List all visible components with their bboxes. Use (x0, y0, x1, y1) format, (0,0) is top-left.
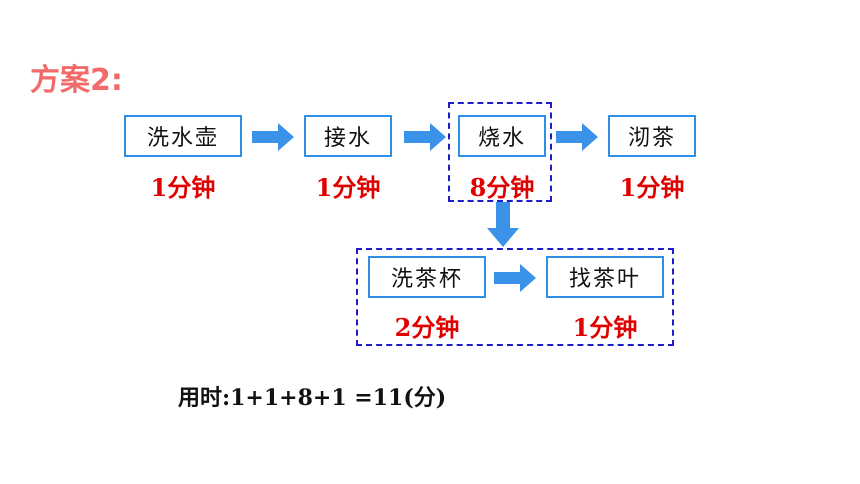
step-box-fill-water: 接水 (304, 115, 392, 157)
step-time-wash-kettle: 1分钟 (150, 173, 216, 202)
step-time-fill-water: 1分钟 (315, 173, 381, 202)
arrow-right-icon (556, 123, 598, 151)
parallel-dashed-frame (356, 248, 674, 346)
plan-title: 方案2: (30, 63, 123, 98)
step-box-make-tea: 沏茶 (608, 115, 696, 157)
arrow-right-icon (494, 264, 536, 292)
step-box-find-tea: 找茶叶 (546, 256, 664, 298)
boil-dashed-frame (448, 102, 552, 202)
step-box-wash-cups: 洗茶杯 (368, 256, 486, 298)
step-time-make-tea: 1分钟 (619, 173, 685, 202)
step-box-boil-water: 烧水 (458, 115, 546, 157)
arrow-down-icon (487, 202, 519, 247)
step-box-wash-kettle: 洗水壶 (124, 115, 242, 157)
step-time-find-tea: 1分钟 (572, 313, 638, 342)
arrow-right-icon (252, 123, 294, 151)
step-time-boil-water: 8分钟 (469, 173, 535, 202)
step-time-wash-cups: 2分钟 (394, 313, 460, 342)
total-time-formula: 用时:1+1+8+1 =11(分) (178, 385, 447, 411)
arrow-right-icon (404, 123, 446, 151)
